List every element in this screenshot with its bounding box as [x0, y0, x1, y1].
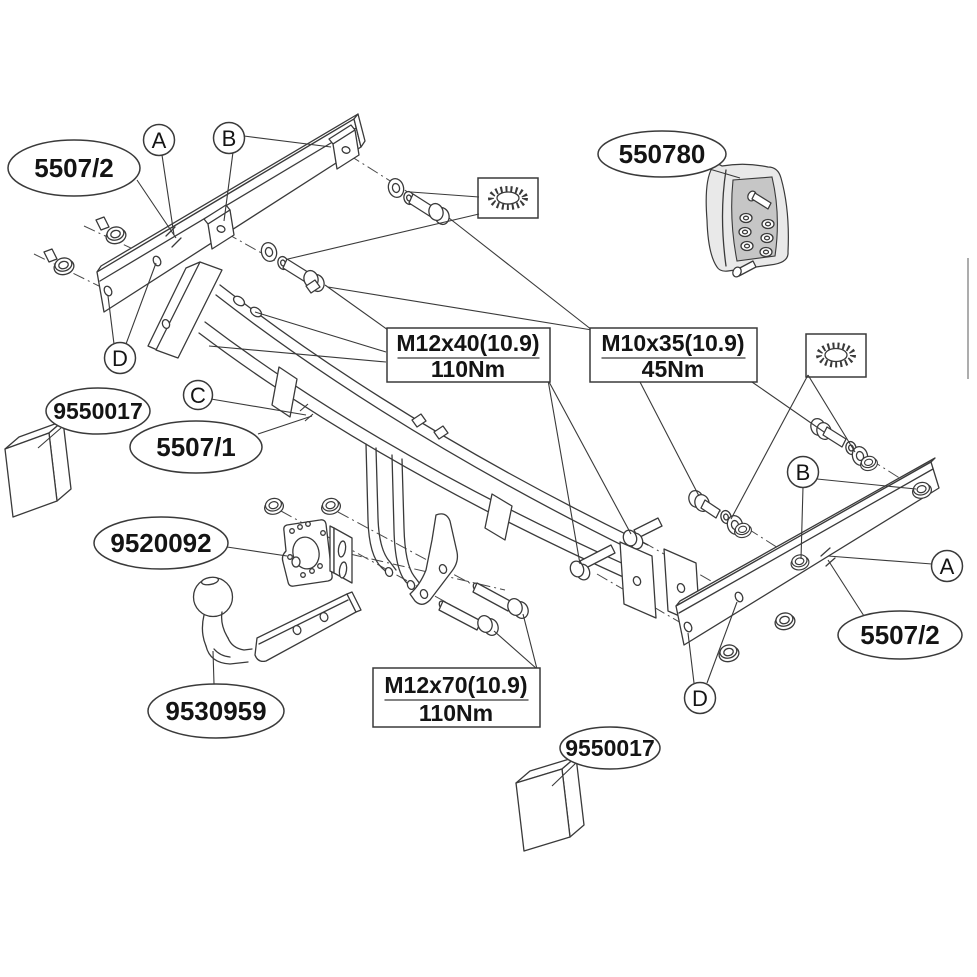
marker-c-center-label: C — [190, 383, 206, 408]
spacer-block-left — [4, 420, 72, 518]
right-side-rail — [675, 457, 940, 665]
label-towball: 9530959 — [165, 696, 266, 726]
marker-b-right-label: B — [796, 460, 811, 485]
marker-b-top-label: B — [222, 126, 237, 151]
torque-box-m12x70: M12x70(10.9) 110Nm — [372, 667, 541, 728]
bolt-set-right-lower — [688, 489, 754, 540]
label-rail-right-kit: 5507/2 — [860, 620, 940, 650]
callout-spacer-left: 9550017 — [45, 387, 151, 435]
torque-m12x40-bolt: M12x40(10.9) — [396, 330, 539, 356]
marker-a-right: A — [930, 549, 964, 583]
marker-b-right: B — [786, 455, 820, 489]
torque-box-m10x35: M10x35(10.9) 45Nm — [589, 327, 758, 383]
marker-a-right-label: A — [940, 554, 955, 579]
torque-box-m12x40: M12x40(10.9) 110Nm — [386, 327, 551, 383]
label-fixings-bag: 550780 — [619, 139, 706, 169]
clamp-plate-left-2 — [328, 124, 360, 170]
long-bolts-m12x70 — [438, 582, 529, 636]
label-flange-plate: 9520092 — [110, 528, 211, 558]
spacer-block-bottom — [515, 756, 585, 852]
callout-crossbar: 5507/1 — [129, 420, 263, 474]
torque-m12x70-bolt: M12x70(10.9) — [384, 672, 527, 698]
callout-towball: 9530959 — [147, 683, 285, 739]
torque-m10x35-bolt: M10x35(10.9) — [601, 330, 744, 356]
fixings-bag — [705, 163, 789, 278]
support-straps — [365, 443, 459, 605]
marker-d-left-label: D — [112, 346, 128, 371]
callout-spacer-bottom: 9550017 — [559, 726, 661, 770]
torque-m12x40-value: 110Nm — [431, 356, 505, 382]
callout-fixings-bag: 550780 — [597, 130, 727, 178]
callout-flange-plate: 9520092 — [93, 516, 229, 570]
callout-rail-right-kit: 5507/2 — [837, 610, 963, 660]
bolt-set-top-2 — [385, 176, 450, 226]
marker-d-left: D — [103, 341, 137, 375]
label-spacer-left: 9550017 — [53, 398, 143, 424]
marker-d-right: D — [683, 681, 717, 715]
callout-rail-left-kit: 5507/2 — [7, 139, 141, 197]
lock-washer-symbol-left — [477, 177, 539, 219]
marker-a-top: A — [142, 123, 176, 157]
marker-b-top: B — [212, 121, 246, 155]
label-spacer-bottom: 9550017 — [565, 735, 655, 761]
leader-lines — [37, 135, 969, 787]
lock-washer-symbol-right — [805, 333, 867, 378]
clamp-plate-left-1 — [203, 204, 235, 250]
bolt-set-right-upper — [810, 417, 880, 473]
torque-m12x70-value: 110Nm — [419, 700, 493, 726]
torque-m10x35-value: 45Nm — [642, 356, 705, 382]
marker-a-top-label: A — [152, 128, 167, 153]
flange-nuts-left — [43, 216, 129, 278]
marker-d-right-label: D — [692, 686, 708, 711]
beam-end-bolts-right — [569, 517, 663, 581]
label-crossbar: 5507/1 — [156, 432, 236, 462]
towball — [192, 576, 362, 665]
label-rail-left-kit: 5507/2 — [34, 153, 114, 183]
marker-c-center: C — [182, 379, 214, 411]
ball-flange-plate — [262, 495, 353, 587]
